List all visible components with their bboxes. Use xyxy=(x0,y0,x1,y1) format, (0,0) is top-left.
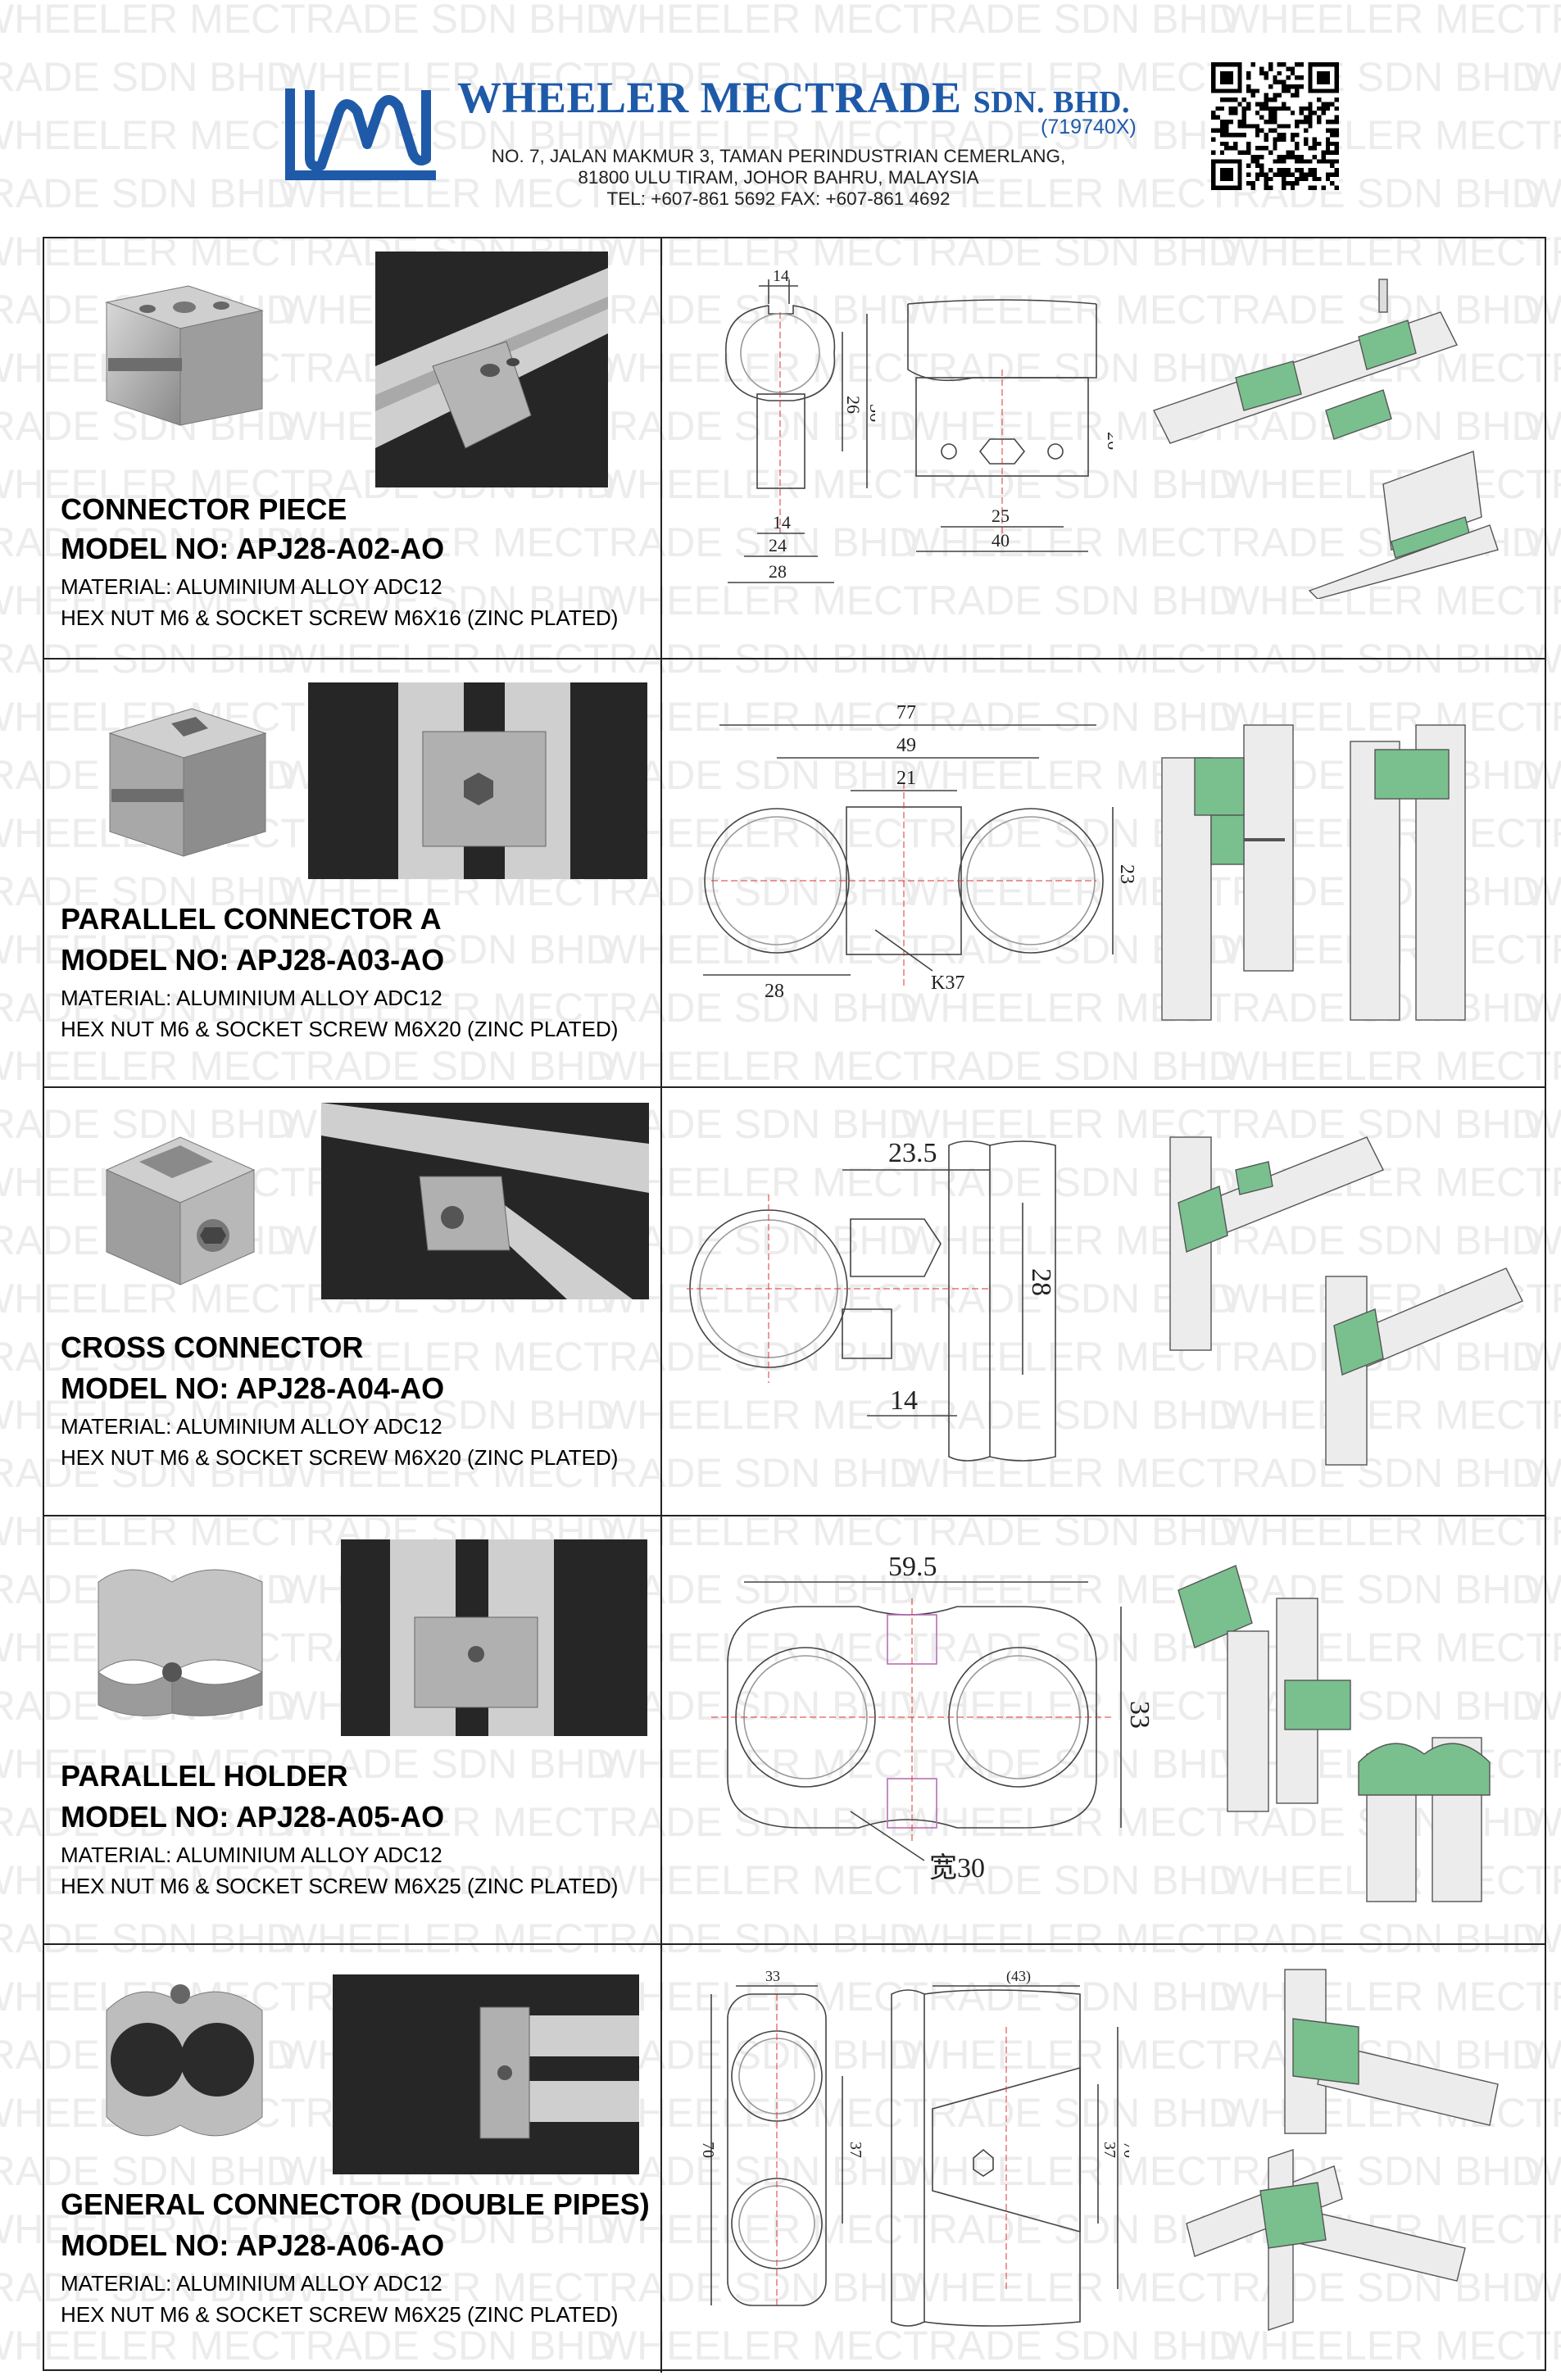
product-table: CONNECTOR PIECE MODEL NO: APJ28-A02-AO M… xyxy=(43,237,1546,2373)
assembly-illustration xyxy=(1146,692,1531,1045)
product-info: GENERAL CONNECTOR (DOUBLE PIPES) MODEL N… xyxy=(44,1945,662,2373)
dim-label: 36 xyxy=(866,404,875,422)
wm-logo-icon xyxy=(285,88,436,180)
product-installed-photo xyxy=(375,252,608,487)
dim-label: K37 xyxy=(931,972,964,994)
product-hardware: HEX NUT M6 & SOCKET SCREW M6X16 (ZINC PL… xyxy=(61,605,619,630)
assembly-illustration xyxy=(1162,1541,1531,1910)
dim-label: 25 xyxy=(992,505,1010,526)
product-hardware: HEX NUT M6 & SOCKET SCREW M6X20 (ZINC PL… xyxy=(61,1445,619,1470)
dim-label: 59.5 xyxy=(888,1552,937,1582)
product-row: CROSS CONNECTOR MODEL NO: APJ28-A04-AO M… xyxy=(44,1088,1545,1516)
product-hardware: HEX NUT M6 & SOCKET SCREW M6X25 (ZINC PL… xyxy=(61,1874,619,1898)
technical-drawing: 14 26 36 14 24 28 xyxy=(678,263,875,607)
product-model: MODEL NO: APJ28-A02-AO xyxy=(61,532,445,565)
product-drawings: 59.5 33 宽30 xyxy=(662,1516,1545,1943)
dim-label: 28 xyxy=(1026,1268,1056,1296)
product-installed-photo xyxy=(341,1539,647,1736)
technical-drawing: 23.5 28 14 xyxy=(678,1113,1137,1473)
product-material: MATERIAL: ALUMINIUM ALLOY ADC12 xyxy=(61,574,442,599)
contact-line: TEL: +607-861 5692 FAX: +607-861 4692 xyxy=(606,188,951,209)
product-title: CONNECTOR PIECE xyxy=(61,492,347,526)
dim-label: 49 xyxy=(896,735,916,756)
dim-label: 70 xyxy=(1120,2142,1129,2158)
product-drawings: 77 49 21 23 28 K37 xyxy=(662,660,1545,1086)
dim-label: 24 xyxy=(769,535,787,555)
product-photo xyxy=(82,1549,287,1729)
technical-drawing-side: (43) 37 70 xyxy=(883,1961,1129,2338)
dim-label: 70 xyxy=(699,2142,717,2158)
dim-label: 14 xyxy=(773,267,789,285)
product-title: CROSS CONNECTOR xyxy=(61,1331,364,1364)
product-title: PARALLEL CONNECTOR A xyxy=(61,902,442,936)
letterhead: WHEELER MECTRADE SDN. BHD. (719740X) NO.… xyxy=(0,0,1561,229)
technical-drawing: 59.5 33 宽30 xyxy=(678,1533,1154,1910)
dim-label: 21 xyxy=(896,768,916,789)
product-info: PARALLEL CONNECTOR A MODEL NO: APJ28-A03… xyxy=(44,660,662,1086)
dim-label: 37 xyxy=(846,2142,864,2158)
dim-label: 28 xyxy=(769,561,787,582)
dim-label: 40 xyxy=(992,530,1010,551)
product-row: PARALLEL CONNECTOR A MODEL NO: APJ28-A03… xyxy=(44,660,1545,1088)
dim-label: 23.5 xyxy=(888,1138,937,1168)
product-title: PARALLEL HOLDER xyxy=(61,1759,348,1793)
product-title: GENERAL CONNECTOR (DOUBLE PIPES) xyxy=(61,2187,650,2221)
product-info: CONNECTOR PIECE MODEL NO: APJ28-A02-AO M… xyxy=(44,238,662,658)
product-installed-photo xyxy=(308,682,647,879)
product-photo xyxy=(90,1121,270,1301)
dim-label: 77 xyxy=(896,702,916,723)
product-material: MATERIAL: ALUMINIUM ALLOY ADC12 xyxy=(61,2271,442,2296)
dim-label: 23 xyxy=(1116,864,1137,884)
product-material: MATERIAL: ALUMINIUM ALLOY ADC12 xyxy=(61,1843,442,1867)
dim-label: 26 xyxy=(1104,432,1113,450)
product-row: GENERAL CONNECTOR (DOUBLE PIPES) MODEL N… xyxy=(44,1945,1545,2373)
product-photo xyxy=(82,1961,287,2158)
company-suffix: SDN. BHD. xyxy=(973,85,1130,120)
dim-label: 37 xyxy=(1100,2142,1119,2158)
product-photo xyxy=(93,692,274,873)
product-model: MODEL NO: APJ28-A03-AO xyxy=(61,943,445,977)
company-address: NO. 7, JALAN MAKMUR 3, TAMAN PERINDUSTRI… xyxy=(459,146,1098,210)
address-line-1: NO. 7, JALAN MAKMUR 3, TAMAN PERINDUSTRI… xyxy=(491,146,1066,166)
assembly-illustration xyxy=(1154,1121,1531,1481)
product-hardware: HEX NUT M6 & SOCKET SCREW M6X20 (ZINC PL… xyxy=(61,1017,619,1041)
dim-label: 26 xyxy=(843,396,864,414)
technical-drawing: 33 70 37 xyxy=(678,1961,875,2338)
registration-number: (719740X) xyxy=(1041,116,1137,138)
product-material: MATERIAL: ALUMINIUM ALLOY ADC12 xyxy=(61,986,442,1010)
technical-drawing-side: 25 40 26 xyxy=(900,288,1113,599)
dim-label: 14 xyxy=(773,512,791,533)
dim-label: 宽30 xyxy=(929,1852,985,1884)
qr-code-icon xyxy=(1211,62,1339,190)
product-info: CROSS CONNECTOR MODEL NO: APJ28-A04-AO M… xyxy=(44,1088,662,1515)
product-model: MODEL NO: APJ28-A06-AO xyxy=(61,2228,445,2262)
company-name: WHEELER MECTRADE SDN. BHD. xyxy=(457,73,1130,122)
product-drawings: 14 26 36 14 24 28 25 xyxy=(662,238,1545,658)
product-installed-photo xyxy=(321,1103,649,1299)
dim-label: 33 xyxy=(1124,1701,1154,1729)
assembly-illustration xyxy=(1170,1961,1531,2338)
product-row: CONNECTOR PIECE MODEL NO: APJ28-A02-AO M… xyxy=(44,238,1545,660)
product-model: MODEL NO: APJ28-A04-AO xyxy=(61,1371,445,1405)
product-photo xyxy=(90,270,279,433)
assembly-illustration xyxy=(1146,271,1522,599)
product-hardware: HEX NUT M6 & SOCKET SCREW M6X25 (ZINC PL… xyxy=(61,2302,619,2327)
technical-drawing: 77 49 21 23 28 K37 xyxy=(687,692,1146,1036)
product-material: MATERIAL: ALUMINIUM ALLOY ADC12 xyxy=(61,1414,442,1439)
dim-label: 33 xyxy=(765,1968,780,1984)
product-model: MODEL NO: APJ28-A05-AO xyxy=(61,1800,445,1834)
product-drawings: 23.5 28 14 xyxy=(662,1088,1545,1515)
dim-label: (43) xyxy=(1006,1968,1031,1985)
dim-label: 28 xyxy=(765,981,784,1002)
product-drawings: 33 70 37 (43) 37 70 xyxy=(662,1945,1545,2373)
product-row: PARALLEL HOLDER MODEL NO: APJ28-A05-AO M… xyxy=(44,1516,1545,1945)
dim-label: 14 xyxy=(890,1385,918,1416)
address-line-2: 81800 ULU TIRAM, JOHOR BAHRU, MALAYSIA xyxy=(578,167,979,188)
product-info: PARALLEL HOLDER MODEL NO: APJ28-A05-AO M… xyxy=(44,1516,662,1943)
product-installed-photo xyxy=(333,1974,639,2174)
